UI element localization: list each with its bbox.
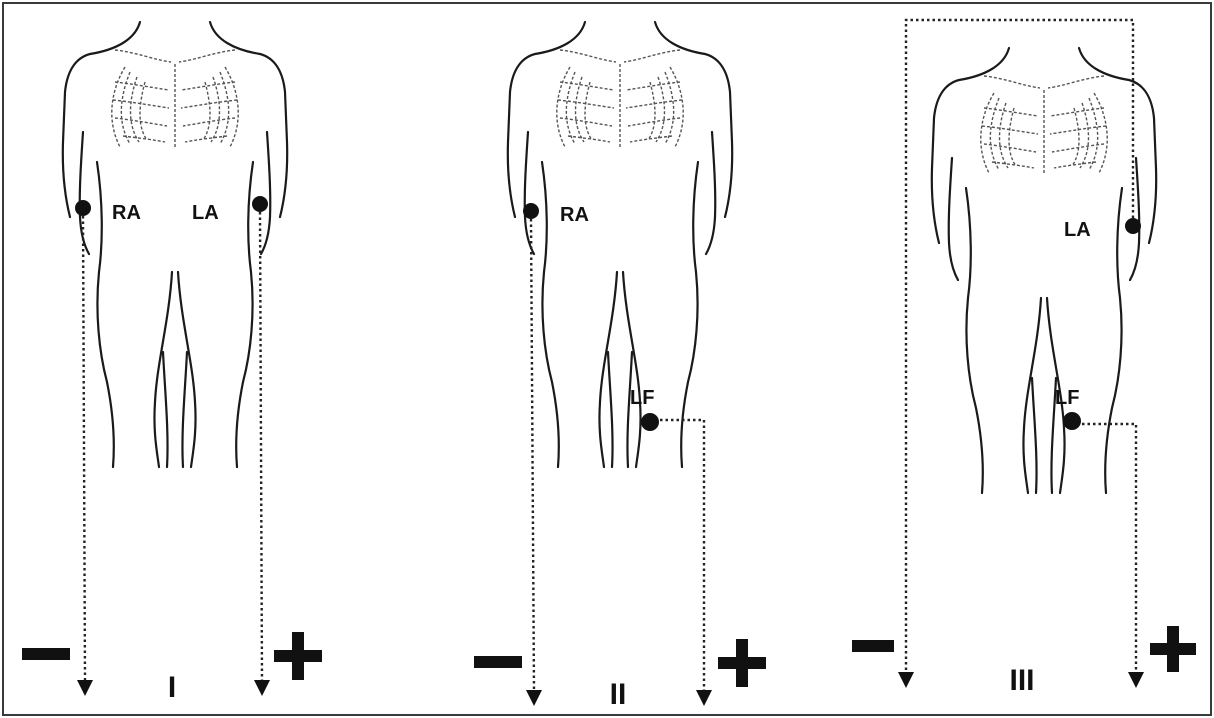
electrode-la-1 <box>252 196 268 212</box>
wire-positive-1 <box>260 212 262 680</box>
electrode-label-la-3: LA <box>1064 219 1091 241</box>
arrow-down-icon <box>77 680 93 696</box>
minus-icon <box>22 648 70 660</box>
minus-icon <box>852 640 894 652</box>
arrow-down-icon <box>526 690 542 706</box>
minus-icon <box>474 656 522 668</box>
panel-lead-1: RA LA I <box>22 22 322 704</box>
electrode-ra-2 <box>523 203 539 219</box>
panel-lead-2: RA LF II <box>474 22 766 711</box>
plus-icon-v <box>736 639 748 687</box>
arrow-down-icon <box>1128 672 1144 688</box>
lead-label-1: I <box>168 671 176 704</box>
arrow-down-icon <box>898 672 914 688</box>
body-outline-1 <box>63 22 287 467</box>
plus-icon-v <box>1167 626 1179 672</box>
wire-negative-3 <box>906 20 1133 672</box>
electrode-label-ra-1: RA <box>112 202 141 224</box>
arrow-down-icon <box>696 690 712 706</box>
electrode-label-lf-2: LF <box>630 387 654 409</box>
electrode-label-lf-3: LF <box>1055 387 1079 409</box>
plus-icon-v <box>292 632 304 680</box>
electrode-label-la-1: LA <box>192 202 219 224</box>
wire-negative-2 <box>531 219 534 690</box>
arrow-down-icon <box>254 680 270 696</box>
wire-negative-1 <box>83 216 85 680</box>
lead-label-2: II <box>610 678 627 711</box>
electrode-label-ra-2: RA <box>560 204 589 226</box>
body-outline-3 <box>932 48 1156 493</box>
electrode-lf-2 <box>641 413 659 431</box>
electrode-la-3 <box>1125 218 1141 234</box>
body-outline-2 <box>508 22 732 467</box>
panel-lead-3: LA LF III <box>852 20 1196 697</box>
lead-label-3: III <box>1009 664 1034 697</box>
electrode-ra-1 <box>75 200 91 216</box>
wire-positive-3 <box>1082 424 1136 672</box>
electrode-lf-3 <box>1063 412 1081 430</box>
